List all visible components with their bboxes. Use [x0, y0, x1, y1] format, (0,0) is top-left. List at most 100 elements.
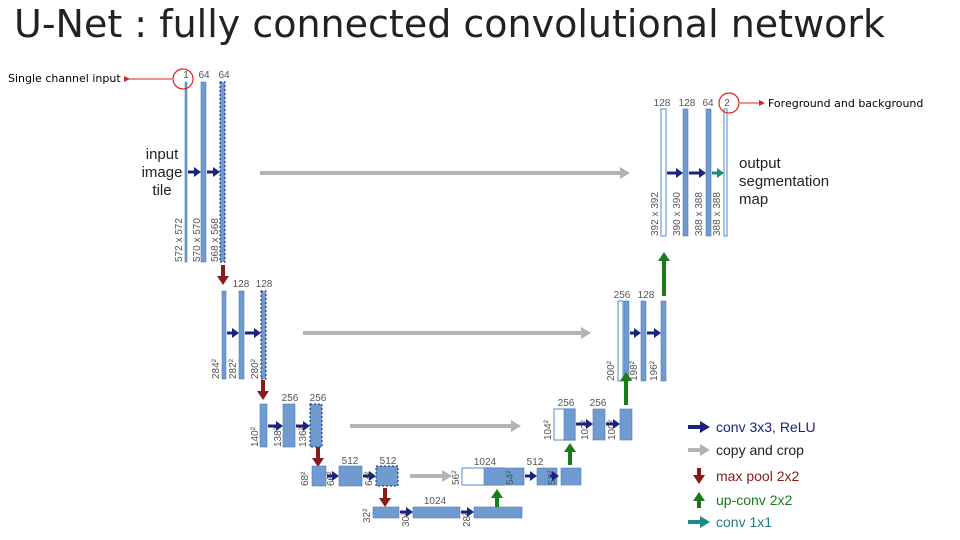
channel-label: 256 — [282, 393, 299, 404]
feature-map — [238, 290, 245, 380]
conv-arrow-head — [194, 167, 201, 177]
size-label: 198² — [629, 360, 640, 381]
channel-label: 64 — [218, 70, 230, 81]
size-label: 284² — [211, 358, 222, 379]
size-label: 282² — [228, 358, 239, 379]
channel-label: 512 — [527, 457, 544, 468]
conv-arrow-head — [530, 471, 537, 481]
upconv-arrow-head — [620, 372, 632, 381]
size-label: 200² — [606, 360, 617, 381]
conv-arrow-head — [276, 421, 283, 431]
size-label: 100² — [607, 419, 618, 440]
channel-label: 256 — [310, 393, 327, 404]
channel-label: 128 — [679, 98, 696, 109]
conv-arrow-head — [613, 419, 620, 429]
size-label: 28² — [462, 512, 473, 527]
size-label: 104² — [543, 419, 554, 440]
pool-arrow-head — [257, 391, 269, 400]
size-label: 138² — [273, 426, 284, 447]
size-label: 136² — [298, 426, 309, 447]
crop-outline — [260, 290, 267, 380]
output-map-label: output segmentation map — [739, 155, 830, 208]
size-label: 32² — [362, 508, 373, 523]
conv-arrow-head — [586, 419, 593, 429]
size-label: 54² — [505, 470, 516, 485]
conv-arrow-head — [303, 421, 310, 431]
channel-label: 256 — [614, 290, 631, 301]
pool-arrow-head — [217, 276, 229, 285]
conv-arrow-head — [654, 328, 661, 338]
feature-map — [723, 108, 728, 237]
channel-label: 128 — [256, 279, 273, 290]
conv-arrow-head — [332, 471, 339, 481]
feature-map — [221, 290, 227, 380]
feature-map — [309, 403, 323, 448]
channel-label: 256 — [558, 398, 575, 409]
size-label: 196² — [649, 360, 660, 381]
feature-map — [682, 108, 689, 237]
copy-arrow-head — [620, 167, 630, 179]
channel-label: 64 — [702, 98, 714, 109]
size-label: 30² — [401, 512, 412, 527]
conv-arrow-head — [634, 328, 641, 338]
size-label: 570 x 570 — [192, 218, 203, 262]
size-label: 390 x 390 — [672, 192, 683, 236]
size-label: 102² — [580, 419, 591, 440]
upconv-arrow-head — [491, 489, 503, 498]
feature-map — [473, 506, 523, 519]
conv1x1-arrow-head — [717, 168, 724, 178]
copy-arrow-head — [442, 470, 452, 482]
size-label: 140² — [250, 426, 261, 447]
feature-map — [660, 300, 667, 382]
conv-arrow-head — [467, 507, 474, 517]
channel-label: 128 — [638, 290, 655, 301]
legend-item-conv1x1: conv 1x1 — [686, 512, 772, 532]
channel-label: 128 — [654, 98, 671, 109]
copy-arrow-icon — [688, 444, 710, 456]
channel-label: 512 — [380, 456, 397, 467]
legend-item-pool: max pool 2x2 — [686, 466, 799, 486]
size-label: 280² — [250, 358, 261, 379]
conv1x1-arrow-icon — [688, 516, 710, 528]
size-label: 388 x 388 — [694, 192, 705, 236]
feature-map — [375, 465, 399, 487]
down-arrow-icon — [693, 468, 705, 484]
channel-label: 512 — [342, 456, 359, 467]
upconv-arrow-head — [564, 443, 576, 452]
channel-label: 1 — [183, 70, 189, 81]
feature-map — [259, 403, 268, 448]
input-note: Single channel input — [8, 72, 121, 85]
feature-map — [705, 108, 712, 237]
conv-arrow-head — [232, 328, 239, 338]
feature-map — [592, 408, 606, 441]
size-label: 392 x 392 — [650, 192, 661, 236]
annotation-arrow-head — [124, 76, 130, 82]
channel-label: 256 — [590, 398, 607, 409]
feature-map — [563, 408, 576, 441]
conv-arrow-head — [552, 471, 559, 481]
conv-arrow-head — [699, 168, 706, 178]
copy-arrow-head — [581, 327, 591, 339]
size-label: 66² — [326, 471, 337, 486]
feature-map — [282, 403, 296, 448]
legend-item-upconv: up-conv 2x2 — [686, 490, 792, 510]
pool-arrow-head — [312, 458, 324, 467]
size-label: 568 x 568 — [210, 218, 221, 262]
channel-label: 128 — [233, 279, 250, 290]
feature-map — [184, 81, 188, 263]
channel-label: 2 — [724, 98, 730, 109]
upconv-arrow-head — [658, 252, 670, 261]
feature-map — [617, 300, 624, 382]
channel-label: 64 — [198, 70, 210, 81]
conv-arrow-head — [369, 471, 376, 481]
size-label: 56² — [451, 470, 462, 485]
feature-map — [483, 467, 525, 486]
feature-map — [372, 506, 400, 519]
channel-label: 1024 — [424, 496, 447, 507]
conv-arrow-head — [676, 168, 683, 178]
feature-map — [260, 290, 267, 380]
up-arrow-icon — [693, 492, 705, 508]
feature-map — [619, 408, 633, 441]
legend-item-copy: copy and crop — [686, 440, 804, 460]
